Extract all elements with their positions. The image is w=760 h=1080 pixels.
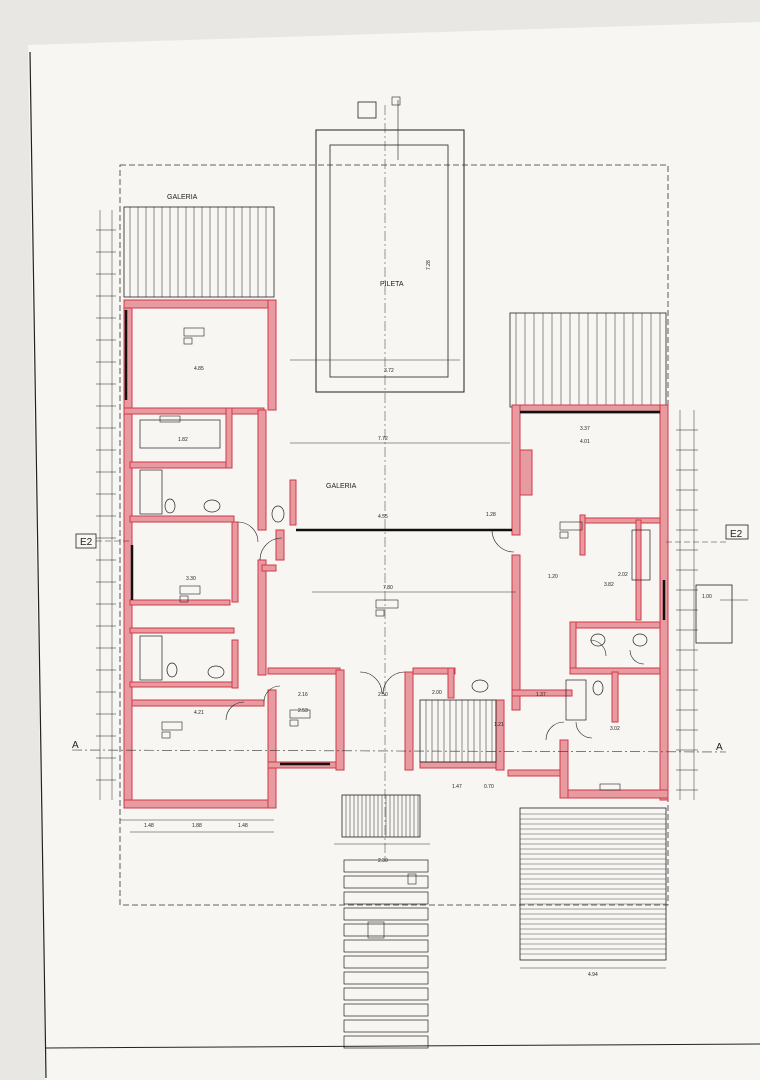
dim-e147: 1.47 <box>452 784 462 790</box>
dim-e202: 2.02 <box>618 572 628 578</box>
dim-right-w: 3.02 <box>610 726 620 732</box>
dim-living-width: 7.80 <box>383 585 393 591</box>
dim-e200: 2.00 <box>432 690 442 696</box>
dim-room-top-left: 4.85 <box>194 366 204 372</box>
pergola-top-left <box>123 206 275 298</box>
paper-border-line <box>29 51 47 1079</box>
section-label-right: E2 <box>730 529 743 540</box>
dim-bottom-a: 1.48 <box>144 823 154 829</box>
side-annex <box>695 584 733 644</box>
cut-line-a: A A <box>71 740 727 753</box>
dim-e455: 4.55 <box>378 514 388 520</box>
dim-kitchen-b: 4.01 <box>580 439 590 445</box>
paver <box>343 1035 429 1049</box>
dim-right-w2: 3.82 <box>604 582 614 588</box>
staircase <box>419 699 497 763</box>
dim-e250: 2.50 <box>378 692 388 698</box>
dim-bottom-b: 1.88 <box>192 823 202 829</box>
label-galeria-top: GALERIA <box>167 194 198 201</box>
pergola-top-right <box>509 312 667 408</box>
dim-pool-width: 3.72 <box>384 368 394 374</box>
dim-side-w: 1.00 <box>702 594 712 600</box>
dim-pool-length: 7.28 <box>426 260 432 270</box>
section-marker-right: E2 <box>666 524 749 543</box>
dim-e121: 1.21 <box>494 722 504 728</box>
paver <box>343 907 429 921</box>
dim-galeria-width: 7.72 <box>378 436 388 442</box>
label-galeria-center: GALERIA <box>326 483 357 490</box>
dim-room-bottom-left: 4.21 <box>194 710 204 716</box>
paver <box>343 971 429 985</box>
section-label-left: E2 <box>80 537 93 548</box>
door-swings <box>225 521 645 741</box>
paper-sheet <box>28 22 760 1080</box>
dim-path-w: 2.30 <box>378 858 388 864</box>
paver <box>343 939 429 953</box>
room-tags <box>159 327 621 939</box>
paver <box>343 1003 429 1017</box>
title-block-line <box>45 1043 760 1049</box>
dim-e120: 1.20 <box>548 574 558 580</box>
paver <box>343 1019 429 1033</box>
dim-hall-w: 2.16 <box>298 692 308 698</box>
dim-e070: 0.70 <box>484 784 494 790</box>
dim-kitchen-a: 3.37 <box>580 426 590 432</box>
front-deck <box>519 807 667 961</box>
paver <box>343 859 429 873</box>
stepping-stone-path <box>343 859 429 1049</box>
dim-dorm-w: 3.30 <box>186 576 196 582</box>
entrance-grille <box>341 794 421 838</box>
cut-label-left: A <box>72 740 79 751</box>
dim-dorm2-w: 2.53 <box>298 708 308 714</box>
paver <box>343 987 429 1001</box>
label-pileta: PILETA <box>380 281 404 288</box>
window-lines <box>124 310 666 766</box>
dim-bath-w: 1.82 <box>178 437 188 443</box>
paver <box>343 955 429 969</box>
section-marker-left: E2 <box>75 533 130 549</box>
dimension-lines <box>99 210 748 969</box>
dim-deck-w: 4.94 <box>588 972 598 978</box>
cut-label-right: A <box>716 742 723 753</box>
dimension-ticks <box>96 229 698 791</box>
paver <box>343 923 429 937</box>
paver <box>343 875 429 889</box>
paver <box>343 891 429 905</box>
dim-e137: 1.37 <box>536 692 546 698</box>
dim-bottom-c: 1.48 <box>238 823 248 829</box>
pool <box>315 96 465 393</box>
dim-e128: 1.28 <box>486 512 496 518</box>
